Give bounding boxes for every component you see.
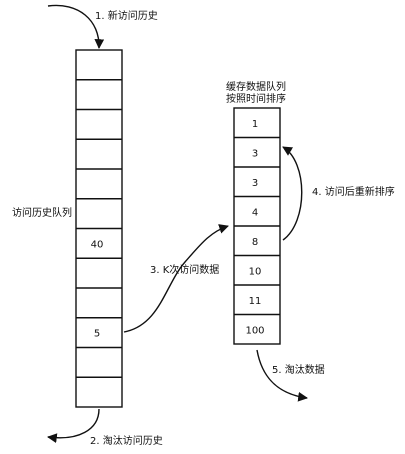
reorder-arrow [282,146,303,241]
cache-queue: 1 3 3 4 8 10 11 100 [233,107,281,345]
step2-label: 2. 淘汰访问历史 [90,434,163,447]
cache-queue-title-line1: 缓存数据队列 [226,80,286,93]
cache-cell-value: 3 [252,178,258,189]
cache-cell-value: 11 [249,296,262,307]
history-queue-label: 访问历史队列 [12,206,72,219]
k-access-arrow [123,224,229,333]
cache-cell-value: 3 [252,148,258,159]
history-queue: 40 5 [75,49,123,408]
cache-cell-value: 4 [252,207,258,218]
step3-label: 3. K次访问数据 [150,263,219,276]
history-cell-value: 40 [91,239,104,250]
cache-cell-value: 8 [252,237,258,248]
cache-cell-value: 100 [245,325,264,336]
cache-cell-value: 10 [249,266,262,277]
step4-label: 4. 访问后重新排序 [312,185,395,198]
evict-data-arrow [256,349,308,402]
history-cell-value: 5 [94,329,100,340]
step1-label: 1. 新访问历史 [95,9,158,22]
cache-queue-title-line2: 按照时间排序 [226,92,286,105]
new-history-arrow [47,4,105,49]
step5-label: 5. 淘汰数据 [272,363,325,376]
evict-history-arrow [47,408,100,444]
cache-cell-value: 1 [252,119,258,130]
